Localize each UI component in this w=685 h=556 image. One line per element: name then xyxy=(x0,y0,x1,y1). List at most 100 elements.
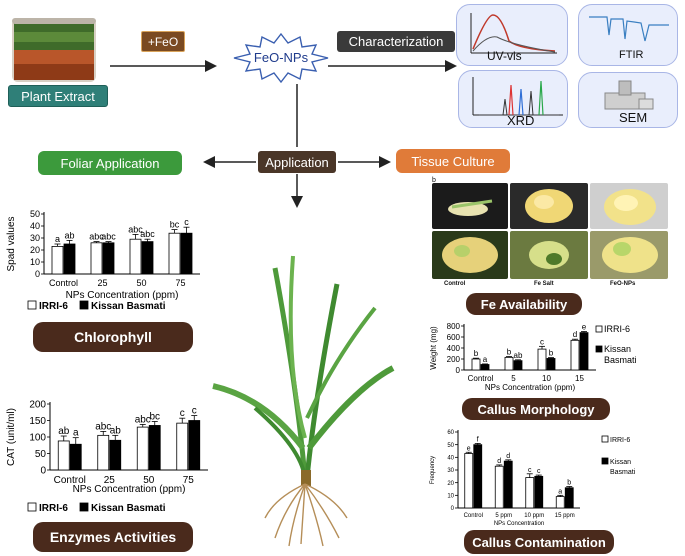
x-tick-label: 5 ppm xyxy=(495,513,512,519)
foliar-application-label: Foliar Application xyxy=(38,151,182,175)
y-axis-label: Spad values xyxy=(6,216,17,271)
x-axis-label: NPs Concentration (ppm) xyxy=(66,290,179,301)
photo-feo-nps-bottom xyxy=(590,231,668,279)
legend-entry: IRRI-6 xyxy=(39,301,68,312)
tissue-culture-photo-grid: b Control Fe Salt FeO-NPs xyxy=(430,177,670,293)
bar-irri-6 xyxy=(129,238,142,275)
y-tick-label: 0 xyxy=(40,466,46,477)
ftir-panel: FTIR xyxy=(578,4,678,66)
x-axis-label: NPs Concentration xyxy=(494,521,544,527)
bar-irri-6 xyxy=(97,434,110,471)
y-tick-label: 20 xyxy=(447,481,454,487)
x-tick-label: 75 xyxy=(183,475,195,486)
bar-irri-6 xyxy=(570,339,580,371)
bar-irri-6 xyxy=(90,242,103,275)
significance-letter: c xyxy=(540,337,544,346)
significance-letter: a xyxy=(483,355,488,364)
photo-caption-control: Control xyxy=(444,281,466,287)
bar-kissan-basmati xyxy=(473,444,483,509)
y-tick-label: 50 xyxy=(30,209,40,219)
rice-plant-illustration xyxy=(212,255,395,547)
y-axis-label: Frequency xyxy=(430,456,436,484)
significance-letter: e xyxy=(582,323,587,332)
significance-letter: a xyxy=(73,428,79,439)
legend-swatch xyxy=(79,502,89,512)
y-tick-label: 50 xyxy=(35,449,47,460)
significance-letter: bc xyxy=(170,220,180,230)
y-tick-label: 40 xyxy=(447,455,454,461)
bar-irri-6 xyxy=(51,246,64,275)
x-tick-label: 25 xyxy=(104,475,116,486)
significance-letter: abc xyxy=(135,414,151,425)
x-tick-label: Control xyxy=(49,278,78,288)
photo-fe-salt-top xyxy=(510,183,588,229)
photo-feo-nps-top xyxy=(590,183,668,229)
significance-letter: c xyxy=(528,467,532,474)
significance-letter: c xyxy=(184,217,189,227)
y-tick-label: 100 xyxy=(29,433,46,444)
y-axis-label: Weight (mg) xyxy=(430,326,438,370)
chlorophyll-label: Chlorophyll xyxy=(33,322,193,352)
x-tick-label: 50 xyxy=(143,475,155,486)
bar-irri-6 xyxy=(525,477,535,509)
feo-nps-label: FeO-NPs xyxy=(253,50,309,65)
y-tick-label: 60 xyxy=(447,430,454,436)
y-tick-label: 600 xyxy=(447,333,461,342)
significance-letter: abc xyxy=(101,232,116,242)
y-tick-label: 50 xyxy=(447,443,454,449)
x-tick-label: 75 xyxy=(175,278,185,288)
sem-label: SEM xyxy=(619,110,648,125)
bar-irri-6 xyxy=(504,356,514,371)
photo-caption-feo-nps: FeO-NPs xyxy=(610,281,636,287)
bar-irri-6 xyxy=(471,358,481,371)
significance-letter: b xyxy=(507,348,512,357)
x-tick-label: 25 xyxy=(97,278,107,288)
y-tick-label: 0 xyxy=(35,269,40,279)
legend-entry: Kissan xyxy=(610,459,631,466)
x-tick-label: 10 xyxy=(542,374,551,383)
callus-contamination-label: Callus Contamination xyxy=(464,530,614,554)
significance-letter: b xyxy=(549,349,554,358)
y-tick-label: 0 xyxy=(456,366,461,375)
photo-fe-salt-bottom xyxy=(510,231,588,279)
bar-kissan-basmati xyxy=(141,241,154,275)
bar-irri-6 xyxy=(176,422,189,471)
bar-irri-6 xyxy=(494,465,504,509)
legend-entry: IRRI-6 xyxy=(604,324,630,334)
significance-letter: d xyxy=(497,458,501,465)
significance-letter: abc xyxy=(128,224,143,234)
y-tick-label: 400 xyxy=(447,344,461,353)
legend-swatch xyxy=(27,502,37,512)
bar-kissan-basmati xyxy=(579,332,589,371)
bar-kissan-basmati xyxy=(102,242,115,275)
bar-kissan-basmati xyxy=(503,460,513,509)
significance-letter: abc xyxy=(140,229,155,239)
y-tick-label: 0 xyxy=(451,506,455,512)
x-tick-label: Control xyxy=(464,513,483,519)
bar-irri-6 xyxy=(537,348,547,371)
bar-kissan-basmati xyxy=(180,232,193,275)
bar-kissan-basmati xyxy=(480,364,490,371)
legend-entry-line2: Basmati xyxy=(610,469,636,476)
x-axis-label: NPs Concentration (ppm) xyxy=(485,383,576,392)
legend-entry: IRRI-6 xyxy=(610,437,630,444)
uv-vis-panel: UV-vis xyxy=(456,4,568,66)
legend-entry: IRRI-6 xyxy=(39,503,68,514)
legend-swatch xyxy=(595,325,603,333)
photo-caption-fe-salt: Fe Salt xyxy=(534,281,554,287)
significance-letter: d xyxy=(573,330,577,339)
significance-letter: b xyxy=(567,479,571,486)
significance-letter: d xyxy=(506,453,510,460)
tissue-culture-label: Tissue Culture xyxy=(396,149,510,173)
bar-kissan-basmati xyxy=(109,439,122,471)
x-tick-label: Control xyxy=(468,374,494,383)
enzymes-activities-label: Enzymes Activities xyxy=(33,522,193,552)
significance-letter: b xyxy=(474,349,479,358)
photo-control-bottom xyxy=(432,231,508,279)
y-tick-label: 20 xyxy=(30,245,40,255)
x-tick-label: 5 xyxy=(511,374,516,383)
plant-extract-jar-image xyxy=(10,14,98,84)
